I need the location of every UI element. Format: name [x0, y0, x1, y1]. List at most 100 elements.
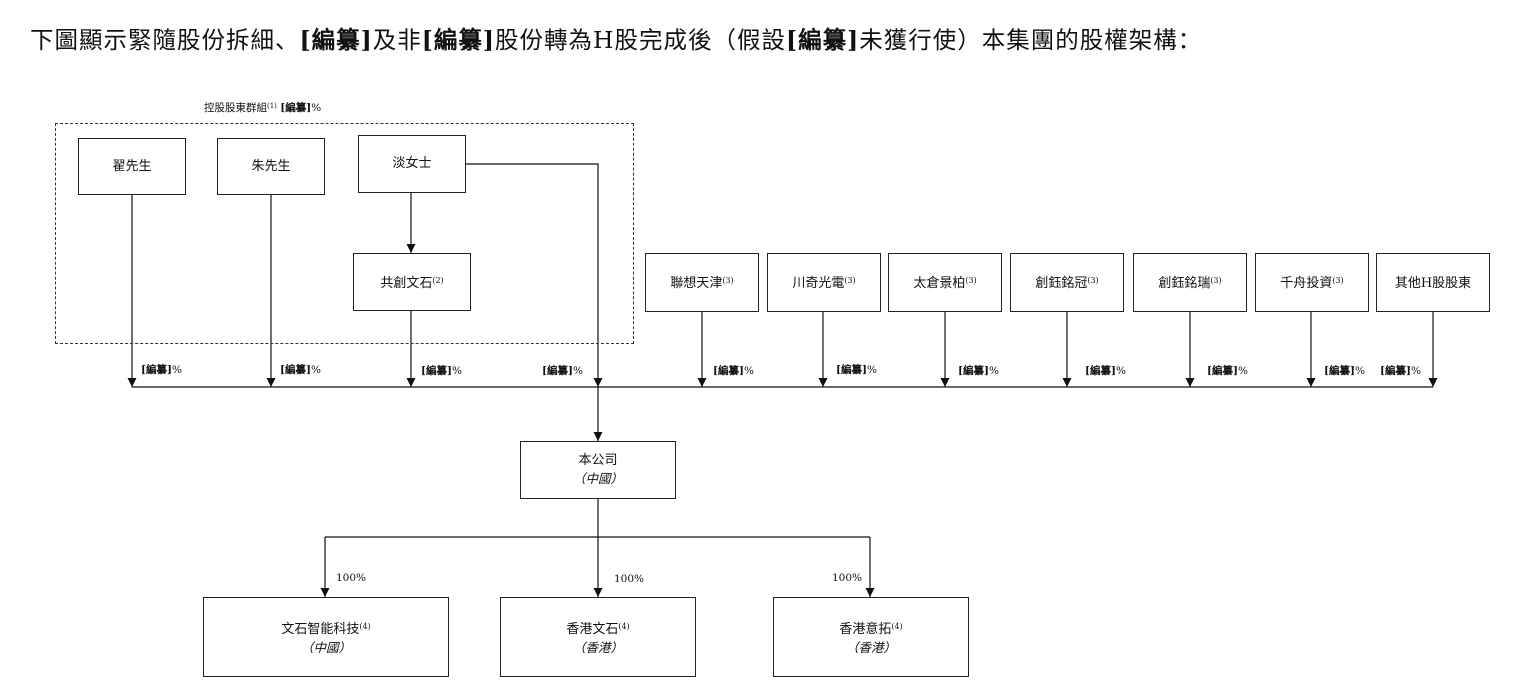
investor-name: 聯想天津 — [670, 276, 723, 291]
investor-name-line: 創鈺銘冠(3) — [1035, 272, 1098, 293]
subsidiary-name: 香港意拓 — [839, 621, 892, 637]
subsidiary-box: 文石智能科技(4) （中國） — [203, 597, 449, 677]
subsidiary-note: (4) — [891, 621, 903, 631]
shareholding-redacted: [編纂] — [1207, 365, 1238, 377]
shareholding-label: [編纂]% — [542, 365, 583, 377]
company-jurisdiction: （中國） — [572, 471, 623, 486]
subsidiary-note: (4) — [359, 621, 371, 631]
group-label-text: 控股股東群組 — [204, 102, 267, 114]
company-box: 本公司 （中國） — [520, 441, 676, 499]
subsidiary-name-line: 香港文石(4) — [566, 618, 629, 639]
group-label: 控股股東群組(1) [編纂]% — [204, 99, 321, 115]
shareholding-suffix: % — [310, 364, 321, 376]
investor-name: 其他H股股東 — [1394, 276, 1472, 291]
platform-name: 共創文石 — [380, 275, 433, 291]
shareholding-suffix: % — [1115, 365, 1126, 377]
shareholding-suffix: % — [1410, 365, 1421, 377]
investor-box: 創鈺銘瑞(3) — [1133, 253, 1247, 312]
subsidiary-pct-label: 100% — [336, 572, 367, 584]
platform-note: (2) — [432, 275, 444, 285]
person-box-tan: 淡女士 — [358, 135, 466, 193]
subsidiary-name: 文石智能科技 — [281, 621, 360, 637]
shareholding-suffix: % — [866, 364, 877, 376]
shareholding-label: [編纂]% — [1380, 365, 1421, 377]
shareholding-redacted: [編纂] — [280, 364, 311, 376]
shareholding-suffix: % — [171, 364, 182, 376]
investor-name-line: 聯想天津(3) — [670, 272, 733, 293]
shareholding-redacted: [編纂] — [958, 365, 989, 377]
subsidiary-pct-label: 100% — [832, 572, 863, 584]
investor-name-line: 川奇光電(3) — [792, 272, 855, 293]
heading-redacted-2: [編纂] — [421, 26, 495, 54]
subsidiary-box: 香港文石(4) （香港） — [500, 597, 696, 677]
subsidiary-jurisdiction: （香港） — [845, 639, 896, 655]
group-label-note: (1) — [267, 102, 277, 110]
person-name: 淡女士 — [392, 156, 432, 171]
investor-name-line: 太倉景柏(3) — [913, 272, 976, 293]
investor-note: (3) — [1087, 276, 1099, 285]
subsidiary-box: 香港意拓(4) （香港） — [773, 597, 969, 677]
shareholding-label: [編纂]% — [1085, 365, 1126, 377]
investor-name: 川奇光電 — [792, 276, 845, 291]
investor-note: (3) — [965, 276, 977, 285]
shareholding-redacted: [編纂] — [141, 364, 172, 376]
person-box-zhai: 翟先生 — [78, 138, 186, 195]
shareholding-label: [編纂]% — [1207, 365, 1248, 377]
shareholding-redacted: [編纂] — [1380, 365, 1411, 377]
investor-box: 千舟投資(3) — [1255, 253, 1369, 312]
investor-box: 太倉景柏(3) — [888, 253, 1002, 312]
subsidiary-jurisdiction: （香港） — [572, 639, 623, 655]
shareholding-redacted: [編纂] — [1085, 365, 1116, 377]
platform-name-line: 共創文石(2) — [380, 272, 443, 293]
shareholding-label: [編纂]% — [958, 365, 999, 377]
investor-note: (3) — [844, 276, 856, 285]
controlling-shareholders-group — [55, 123, 634, 344]
investor-box: 創鈺銘冠(3) — [1010, 253, 1124, 312]
subsidiary-note: (4) — [618, 621, 630, 631]
subsidiary-pct-label: 100% — [614, 573, 645, 585]
investor-note: (3) — [1332, 276, 1344, 285]
investor-note: (3) — [722, 276, 734, 285]
shareholding-label: [編纂]% — [1324, 365, 1365, 377]
heading-text-1: 下圖顯示緊隨股份拆細、 — [30, 26, 300, 54]
shareholding-redacted: [編纂] — [713, 365, 744, 377]
person-name: 朱先生 — [251, 158, 291, 174]
platform-box: 共創文石(2) — [353, 253, 471, 311]
shareholding-suffix: % — [1354, 365, 1365, 377]
company-name: 本公司 — [578, 453, 618, 468]
shareholding-label: [編纂]% — [141, 364, 182, 376]
shareholding-redacted: [編纂] — [836, 364, 867, 376]
investor-name-line: 創鈺銘瑞(3) — [1158, 272, 1221, 293]
investor-name-line: 千舟投資(3) — [1280, 272, 1343, 293]
investor-box: 川奇光電(3) — [767, 253, 881, 312]
heading-redacted-1: [編纂] — [299, 26, 373, 54]
group-pct-redacted: [編纂] — [280, 102, 312, 114]
subsidiary-name: 香港文石 — [566, 621, 619, 637]
subsidiary-name-line: 文石智能科技(4) — [281, 618, 370, 639]
shareholding-suffix: % — [988, 365, 999, 377]
heading-text-2: 及非 — [372, 26, 422, 54]
shareholding-label: [編纂]% — [280, 364, 321, 376]
person-box-zhu: 朱先生 — [217, 138, 325, 195]
subsidiary-name-line: 香港意拓(4) — [839, 618, 902, 639]
investor-name: 千舟投資 — [1280, 276, 1333, 291]
shareholding-suffix: % — [1237, 365, 1248, 377]
shareholding-label: [編纂]% — [836, 364, 877, 376]
investor-name: 創鈺銘瑞 — [1158, 276, 1211, 291]
shareholding-label: [編纂]% — [713, 365, 754, 377]
connector-tan — [465, 163, 603, 387]
heading-text-3: 股份轉為H股完成後（假設 — [495, 26, 786, 54]
subsidiary-jurisdiction: （中國） — [300, 639, 351, 655]
heading-text-4: 未獲行使）本集團的股權架構： — [859, 26, 1203, 54]
person-name: 翟先生 — [112, 158, 152, 174]
shareholding-suffix: % — [451, 365, 462, 377]
shareholding-label: [編纂]% — [421, 365, 462, 377]
shareholding-redacted: [編纂] — [1324, 365, 1355, 377]
investor-name: 創鈺銘冠 — [1035, 276, 1088, 291]
shareholding-redacted: [編纂] — [542, 365, 573, 377]
investor-name-line: 其他H股股東 — [1395, 272, 1471, 293]
page-heading: 下圖顯示緊隨股份拆細、[編纂]及非[編纂]股份轉為H股完成後（假設[編纂]未獲行… — [30, 22, 1202, 58]
shareholding-suffix: % — [743, 365, 754, 377]
shareholding-redacted: [編纂] — [421, 365, 452, 377]
